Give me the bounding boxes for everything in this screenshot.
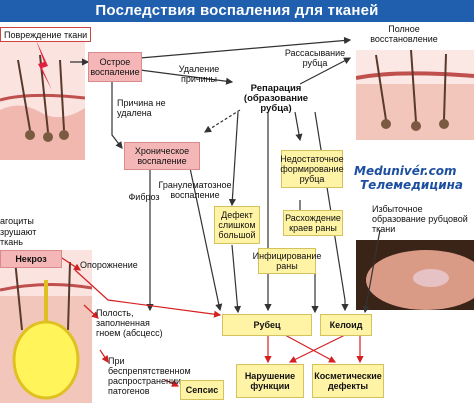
emptying-label: Опорожнение	[80, 260, 138, 270]
site-logo: Medunivér.com Телемедицина	[354, 164, 474, 192]
fibrosis-label: Фиброз	[128, 192, 160, 202]
granulomatous-label: Гранулематозное воспаление	[158, 180, 232, 200]
tissue-damage-illustration	[0, 40, 85, 160]
keloid-box: Келоид	[320, 314, 372, 336]
full-recovery-label: Полное восстановление	[370, 24, 438, 44]
chronic-inflammation-box: Хроническое воспаление	[124, 142, 200, 170]
acute-inflammation-box: Острое воспаление	[88, 52, 142, 82]
sepsis-box: Сепсис	[180, 380, 224, 400]
scar-box: Рубец	[222, 314, 312, 336]
excess-scar-label: Избыточное образование рубцовой ткани	[372, 204, 468, 234]
wound-divergence-box: Расхождение краев раны	[283, 210, 343, 236]
insufficient-scar-box: Недостаточное формирование рубца	[280, 150, 344, 188]
abscess-label: Полость, заполненная гноем (абсцесс)	[96, 308, 163, 338]
logo-line1: Medunivér.com	[354, 164, 457, 178]
abscess-illustration	[0, 250, 92, 403]
phagocytes-label: агоциты	[0, 216, 34, 226]
spread-label: При беспрепятственном распространении па…	[108, 356, 191, 396]
destroy-tissue-label: зрушают ткань	[0, 227, 37, 247]
cause-removal-label: Удаление причины	[178, 64, 220, 84]
necrosis-box: Некроз	[0, 250, 62, 268]
tissue-damage-label: Повреждение ткани	[0, 27, 91, 42]
infected-wound-box: Инфицирование раны	[253, 248, 321, 274]
reparation-label: Репарация (образование рубца)	[243, 83, 309, 114]
large-defect-box: Дефект слишком большой	[214, 206, 260, 244]
logo-line2: Телемедицина	[360, 178, 463, 192]
full-recovery-illustration	[356, 50, 474, 140]
page-title: Последствия воспаления для тканей	[0, 0, 474, 22]
cosmetic-defects-box: Косметические дефекты	[312, 364, 384, 398]
cause-not-removed-label: Причина не удалена	[117, 98, 166, 118]
scar-resorption-label: Рассасывание рубца	[284, 48, 346, 68]
function-impairment-box: Нарушение функции	[236, 364, 304, 398]
